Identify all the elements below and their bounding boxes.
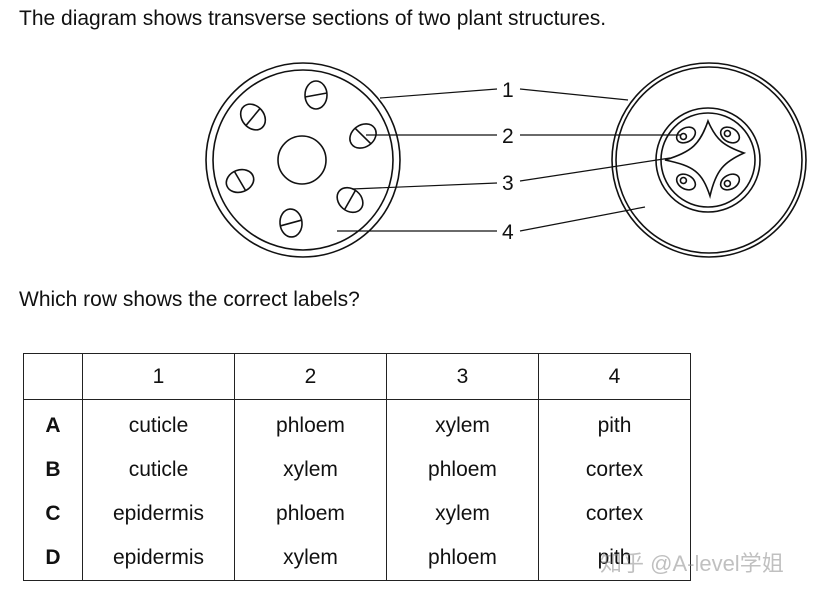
vascular-bundle	[304, 80, 328, 110]
leader-lines	[337, 88, 681, 232]
root-phloem	[675, 126, 697, 144]
root-phloem	[719, 173, 741, 191]
row-option-key: C	[23, 492, 83, 536]
stem-inner-ring	[212, 69, 394, 251]
table-header-cell: 3	[386, 353, 539, 400]
answer-table: 1 2 3 4 A cuticle phloem xylem pith B cu…	[23, 353, 691, 581]
root-xylem-star	[664, 118, 747, 199]
vascular-bundle	[239, 103, 267, 131]
table-cell: cuticle	[82, 448, 235, 492]
table-cell: xylem	[386, 492, 539, 536]
table-cell: phloem	[234, 492, 387, 536]
root-phloem	[675, 173, 697, 191]
diagram-label-4: 4	[502, 221, 514, 244]
stem-outer-ring	[205, 62, 401, 258]
table-cell: xylem	[386, 399, 539, 448]
table-cell: cortex	[538, 492, 691, 536]
plant-sections-diagram: 1 2 3 4	[205, 62, 807, 258]
table-row: A cuticle phloem xylem pith	[23, 399, 691, 448]
table-header-row: 1 2 3 4	[23, 353, 691, 400]
table-cell: phloem	[386, 536, 539, 581]
table-row: D epidermis xylem phloem pith	[23, 536, 691, 581]
table-cell: phloem	[234, 399, 387, 448]
root-endodermis-inner	[660, 112, 756, 208]
vascular-bundle	[349, 123, 377, 149]
table-cell: cuticle	[82, 399, 235, 448]
question-text: Which row shows the correct labels?	[19, 288, 360, 311]
stem-section	[205, 62, 401, 258]
vascular-bundle	[336, 186, 364, 214]
table-header-cell: 2	[234, 353, 387, 400]
root-outer-ring	[611, 62, 807, 258]
table-header-cell: 4	[538, 353, 691, 400]
table-header-cell	[23, 353, 83, 400]
row-option-key: D	[23, 536, 83, 581]
table-cell: xylem	[234, 536, 387, 581]
row-option-key: B	[23, 448, 83, 492]
diagram-label-3: 3	[502, 172, 514, 195]
root-inner-ring	[615, 66, 803, 254]
root-endodermis-outer	[655, 107, 761, 213]
root-section	[611, 62, 807, 258]
vascular-bundle	[225, 168, 255, 194]
root-phloem	[719, 126, 741, 144]
stem-pith	[277, 135, 327, 185]
table-cell: pith	[538, 536, 691, 581]
table-cell: cortex	[538, 448, 691, 492]
table-cell: phloem	[386, 448, 539, 492]
row-option-key: A	[23, 399, 83, 448]
table-header-cell: 1	[82, 353, 235, 400]
intro-text: The diagram shows transverse sections of…	[19, 7, 607, 30]
vascular-bundle	[279, 208, 303, 238]
diagram-label-2: 2	[502, 125, 514, 148]
diagram-label-1: 1	[502, 79, 514, 102]
table-cell: pith	[538, 399, 691, 448]
table-cell: xylem	[234, 448, 387, 492]
table-cell: epidermis	[82, 536, 235, 581]
table-cell: epidermis	[82, 492, 235, 536]
table-row: B cuticle xylem phloem cortex	[23, 448, 691, 492]
watermark: 知乎 @A-level学姐	[600, 551, 784, 576]
table-row: C epidermis phloem xylem cortex	[23, 492, 691, 536]
